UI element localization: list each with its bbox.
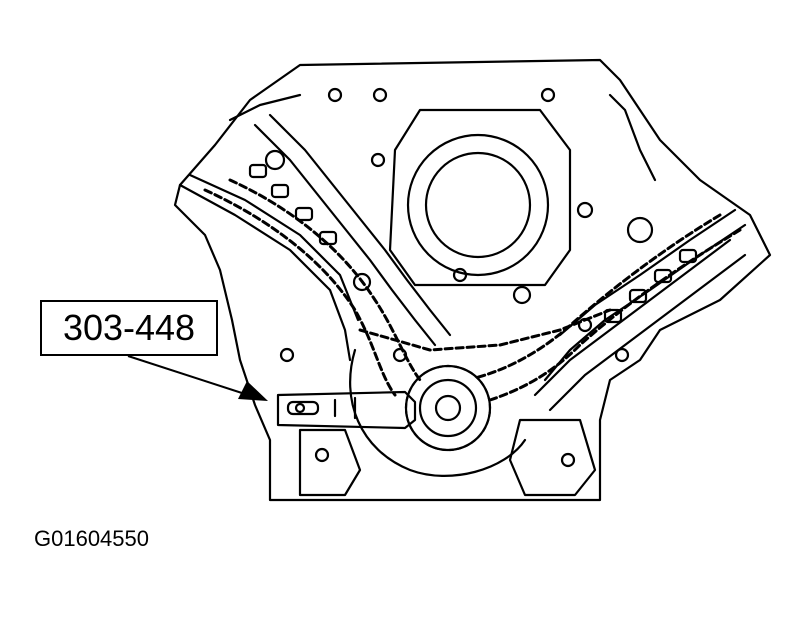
bolt-hole [352, 272, 372, 292]
bolt-hole [560, 452, 576, 468]
bolt-hole [614, 347, 630, 363]
guide-pad [248, 163, 268, 179]
left-head-wall [178, 183, 352, 362]
left-head-inner [188, 173, 360, 322]
bolt-hole [372, 87, 388, 103]
engine-block-outline [173, 58, 772, 502]
bolt-hole [279, 347, 295, 363]
cross-chain-run [358, 308, 612, 352]
bolt-hole [264, 149, 286, 171]
right-head-inner [558, 208, 737, 337]
bolt-hole [512, 285, 532, 305]
guide-pad [294, 206, 314, 222]
arrowhead [238, 381, 268, 401]
callout-leader [127, 355, 268, 401]
figure-code-label: G01604550 [34, 526, 149, 551]
bolt-hole [370, 152, 386, 168]
bolt-hole [540, 87, 556, 103]
dipstick-bracket [608, 93, 657, 182]
left-timing-chain-outer [203, 188, 397, 397]
right-chain-guide [533, 238, 732, 397]
right-timing-chain-inner [473, 213, 722, 380]
crank-sprocket-hub [434, 394, 462, 422]
crank-sprocket-teeth [404, 364, 492, 452]
right-chain-guide-edge [548, 253, 747, 412]
guide-pad [653, 268, 673, 284]
center-bore-outer [406, 133, 550, 277]
right-timing-chain-outer [488, 228, 742, 402]
guide-pad [628, 288, 648, 304]
tool-slot [286, 400, 320, 416]
guide-pad [678, 248, 698, 264]
guide-pad [603, 308, 623, 324]
tool-arm [276, 390, 417, 430]
guide-pad [270, 183, 290, 199]
bolt-hole [452, 267, 468, 283]
left-chain-guide-edge [268, 113, 452, 337]
center-boss [388, 108, 572, 287]
bolt-hole [576, 201, 594, 219]
crank-sprocket-mid [418, 378, 478, 438]
tool-number-label: 303-448 [62, 307, 196, 348]
bolt-hole [577, 317, 593, 333]
bolt-hole [314, 447, 330, 463]
bolt-hole [327, 87, 343, 103]
lower-right-boss [508, 418, 597, 497]
bolt-hole [626, 216, 654, 244]
tool-pin [294, 402, 306, 414]
guide-pad [318, 230, 338, 246]
upper-left-rib [228, 93, 302, 122]
bolt-hole [392, 347, 408, 363]
oil-pump-housing [298, 428, 362, 497]
tool-callout-box: 303-448 [40, 300, 218, 356]
left-chain-guide [253, 123, 437, 347]
center-bore-inner [424, 151, 532, 259]
